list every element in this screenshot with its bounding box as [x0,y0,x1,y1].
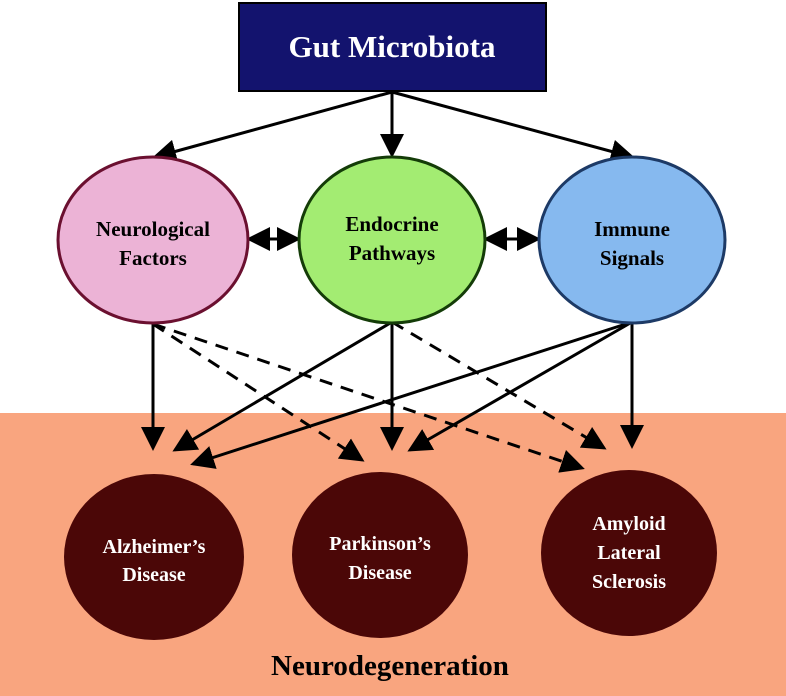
parkinsons-circle [292,472,468,638]
immune-label-line1: Immune [594,217,670,241]
disease-parkinsons: Parkinson’s Disease [292,472,468,638]
als-label-line3: Sclerosis [592,571,666,593]
neurological-label-line2: Factors [119,246,187,270]
alzheimers-circle [64,474,244,640]
endocrine-label-line1: Endocrine [345,212,438,236]
endocrine-label-line2: Pathways [349,241,435,265]
neurodegeneration-label: Neurodegeneration [271,650,509,682]
als-label-line2: Lateral [597,542,661,564]
arrow-endocrine-als [391,320,607,450]
als-label-line1: Amyloid [592,513,665,535]
alzheimers-label-line1: Alzheimer’s [103,536,206,558]
factor-neurological: Neurological Factors [56,155,250,325]
endocrine-circle [297,155,487,325]
microbiota-arrows [152,90,635,164]
parkinsons-label-line1: Parkinson’s [329,533,431,555]
arrow-immune-alzheimers [190,320,633,469]
disease-alzheimers: Alzheimer’s Disease [64,474,244,640]
immune-circle [537,155,727,325]
neurological-circle [56,155,250,325]
immune-label-line2: Signals [600,246,664,270]
disease-arrows [141,320,644,473]
arrow-microbiota-neurological [152,90,393,164]
arrow-neurological-parkinsons [152,322,365,462]
als-circle [541,470,717,636]
title-text: Gut Microbiota [289,29,496,64]
arrow-microbiota-immune [391,90,635,164]
neurological-label-line1: Neurological [96,217,210,241]
parkinsons-label-line2: Disease [348,562,411,584]
arrow-immune-parkinsons [407,320,633,452]
title-box [238,2,547,92]
alzheimers-label-line2: Disease [122,564,185,586]
disease-als: Amyloid Lateral Sclerosis [541,470,717,636]
arrow-neurological-als [152,322,585,473]
factor-immune: Immune Signals [537,155,727,325]
arrow-endocrine-alzheimers [172,320,393,452]
factor-endocrine: Endocrine Pathways [297,155,487,325]
